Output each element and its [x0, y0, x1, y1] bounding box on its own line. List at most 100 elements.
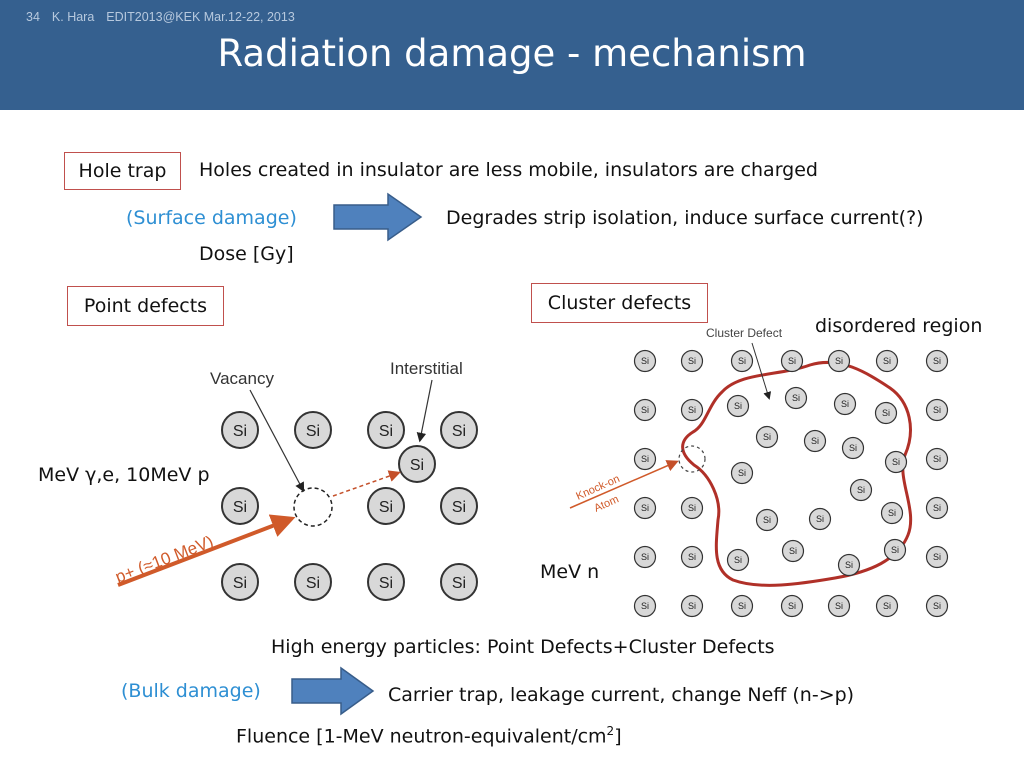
- cluster-defect-particles: MeV n: [540, 561, 600, 583]
- pd-atom-label: Si: [306, 575, 320, 592]
- cd-atom: Si: [841, 436, 865, 460]
- disordered-region-outline: [681, 360, 913, 587]
- proton-beam: [117, 514, 296, 587]
- cd-atom: Si: [680, 496, 704, 520]
- cd-atom: Si: [680, 545, 704, 569]
- vacancy-site: [293, 487, 333, 527]
- cd-atom-label: Si: [882, 408, 890, 418]
- cd-atom: Si: [781, 539, 805, 563]
- pd-atom-label: Si: [452, 575, 466, 592]
- cd-atom: Si: [837, 553, 861, 577]
- pd-atom: Si: [221, 411, 259, 449]
- cluster-defect-label: Cluster Defect: [706, 326, 783, 340]
- cd-atom-label: Si: [788, 356, 796, 366]
- cd-atom: Si: [925, 594, 949, 618]
- cd-atom-label: Si: [763, 432, 771, 442]
- pd-atom-label: Si: [452, 499, 466, 516]
- cd-atom-label: Si: [857, 485, 865, 495]
- page-title: Radiation damage - mechanism: [217, 32, 807, 75]
- cd-atom-label: Si: [641, 356, 649, 366]
- pd-atom: Si: [398, 445, 436, 483]
- pd-atom: Si: [440, 411, 478, 449]
- cd-atom: Si: [849, 478, 873, 502]
- event: EDIT2013@KEK Mar.12-22, 2013: [106, 10, 295, 24]
- cd-atom: Si: [827, 594, 851, 618]
- point-defect-particles: MeV γ,e, 10MeV p: [38, 464, 210, 486]
- cd-atom: Si: [875, 594, 899, 618]
- cd-atom: Si: [808, 507, 832, 531]
- vacancy-label: Vacancy: [210, 369, 274, 388]
- cd-atom-label: Si: [688, 405, 696, 415]
- cd-atom-label: Si: [883, 601, 891, 611]
- cd-atom-label: Si: [688, 503, 696, 513]
- pd-atom: Si: [440, 487, 478, 525]
- cd-atom: Si: [874, 401, 898, 425]
- cd-atom-label: Si: [641, 405, 649, 415]
- cluster-defects-label: Cluster defects: [547, 292, 692, 314]
- cd-atom-label: Si: [734, 555, 742, 565]
- dose-label: Dose [Gy]: [199, 243, 294, 265]
- bulk-damage-label: (Bulk damage): [121, 680, 261, 702]
- cd-atom-label: Si: [933, 601, 941, 611]
- cd-atom-label: Si: [835, 601, 843, 611]
- hole-trap-box: Hole trap: [64, 152, 181, 190]
- cd-atom-label: Si: [641, 503, 649, 513]
- cd-atom-label: Si: [891, 545, 899, 555]
- cd-atom: Si: [880, 501, 904, 525]
- cd-atom-label: Si: [933, 454, 941, 464]
- interstitial-label: Interstitial: [390, 359, 463, 378]
- cluster-defects-box: Cluster defects: [531, 283, 708, 323]
- cd-atom-label: Si: [641, 552, 649, 562]
- surface-damage-effect: Degrades strip isolation, induce surface…: [446, 207, 924, 229]
- cd-atom-label: Si: [641, 601, 649, 611]
- cd-atom-label: Si: [641, 454, 649, 464]
- cd-atom-label: Si: [688, 601, 696, 611]
- cd-atom: Si: [883, 538, 907, 562]
- cd-atom: Si: [633, 447, 657, 471]
- cluster-vacancy-site: [678, 445, 706, 473]
- pd-atom: Si: [294, 563, 332, 601]
- hole-trap-description: Holes created in insulator are less mobi…: [199, 159, 818, 181]
- cd-atom: Si: [726, 548, 750, 572]
- interstitial-pointer: [416, 379, 433, 443]
- cd-atom-label: Si: [933, 552, 941, 562]
- cd-atom-label: Si: [738, 468, 746, 478]
- cd-atom: Si: [925, 496, 949, 520]
- pd-atom: Si: [367, 487, 405, 525]
- summary-line: High energy particles: Point Defects+Clu…: [271, 636, 775, 658]
- cd-atom: Si: [755, 425, 779, 449]
- cd-atom: Si: [755, 508, 779, 532]
- cd-atom: Si: [726, 394, 750, 418]
- cd-atom-label: Si: [841, 399, 849, 409]
- cd-atom-label: Si: [734, 401, 742, 411]
- cd-atom-label: Si: [933, 503, 941, 513]
- disordered-region-label: disordered region: [815, 315, 983, 337]
- cd-atom: Si: [925, 349, 949, 373]
- cd-atom-label: Si: [792, 393, 800, 403]
- cd-atom: Si: [925, 398, 949, 422]
- pd-atom-label: Si: [379, 499, 393, 516]
- cd-atom: Si: [784, 386, 808, 410]
- slide-number: 34: [26, 10, 40, 24]
- cd-atom-label: Si: [933, 405, 941, 415]
- cd-atom-label: Si: [933, 356, 941, 366]
- pd-atom-label: Si: [233, 423, 247, 440]
- cd-atom-label: Si: [892, 457, 900, 467]
- cd-atom-label: Si: [811, 436, 819, 446]
- pd-atom: Si: [221, 563, 259, 601]
- pd-atom-label: Si: [379, 423, 393, 440]
- pd-atom: Si: [367, 563, 405, 601]
- cd-atom: Si: [875, 349, 899, 373]
- bulk-damage-arrow: [291, 666, 375, 716]
- pd-atom: Si: [367, 411, 405, 449]
- cd-atom: Si: [680, 594, 704, 618]
- cd-atom: Si: [633, 496, 657, 520]
- surface-damage-arrow: [333, 192, 423, 242]
- cd-atom-label: Si: [788, 601, 796, 611]
- cd-atom-label: Si: [688, 356, 696, 366]
- cd-atom-label: Si: [738, 601, 746, 611]
- pd-atom-label: Si: [233, 499, 247, 516]
